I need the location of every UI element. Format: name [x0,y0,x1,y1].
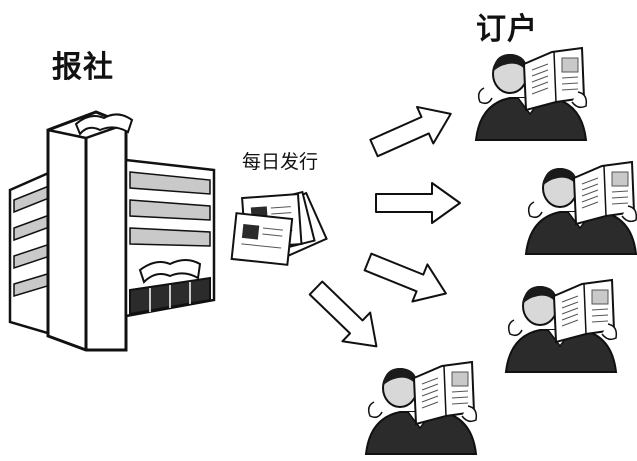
reader-icon [505,279,618,373]
publisher-label: 报社 [52,50,114,85]
reader-icon [525,161,637,255]
arrow-right-icon [364,94,460,168]
arrow-right-icon [301,272,392,362]
daily-delivery-label: 每日发行 [242,151,319,173]
arrow-right-icon [375,182,461,224]
reader-icon [475,47,588,141]
entrance-logo-icon [138,259,202,284]
arrow-right-icon [359,242,455,314]
subscribers-label: 订户 [476,12,538,47]
roof-logo-icon [74,113,134,136]
reader-icon [365,361,478,455]
newspaper-stack-icon [230,190,328,266]
building-icon [8,110,216,352]
